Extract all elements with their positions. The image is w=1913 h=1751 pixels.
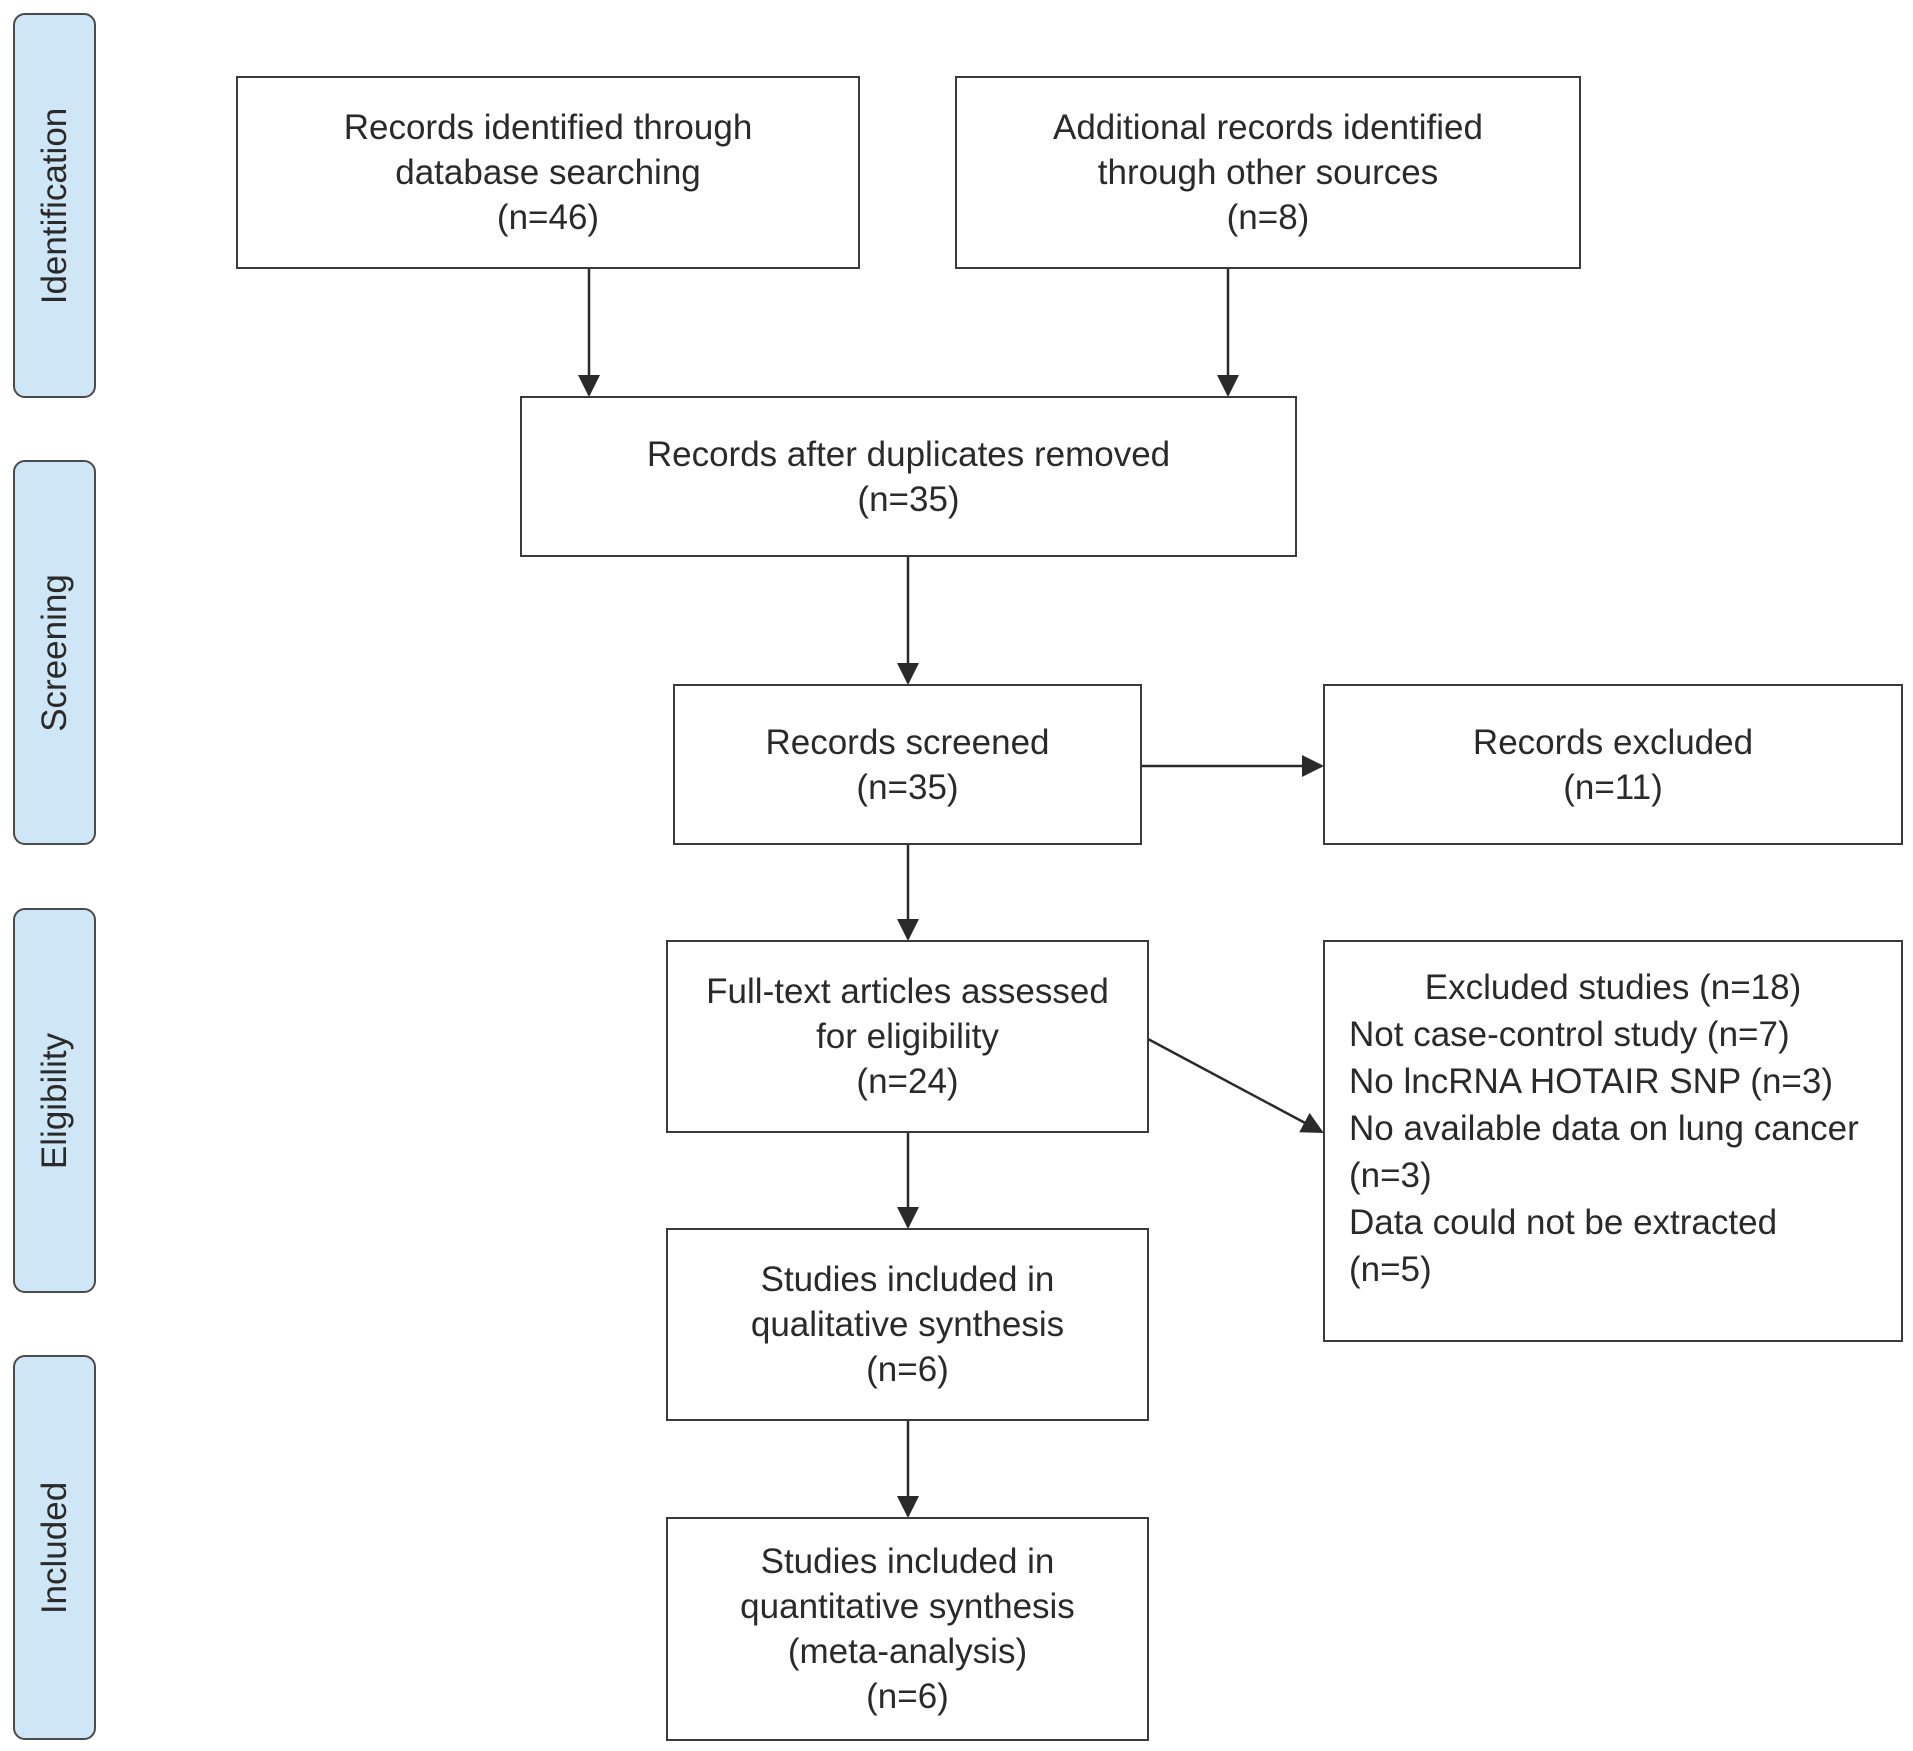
after-duplicates-count: (n=35) [857,479,960,519]
box-excluded-studies: Excluded studies (n=18) Not case-control… [1323,940,1903,1342]
records-screened-count: (n=35) [856,767,959,807]
qualitative-line2: qualitative synthesis [750,1305,1065,1344]
stage-eligibility: Eligibility [13,908,96,1293]
box-database-records: Records identified through database sear… [236,76,860,269]
records-screened-line1: Records screened [765,722,1050,762]
excluded-reason-item: Data could not be extracted [1349,1203,1778,1242]
qualitative-line1: Studies included in [760,1260,1055,1299]
fulltext-count: (n=24) [856,1062,959,1101]
other-sources-count: (n=8) [1226,198,1310,237]
records-excluded-count: (n=11) [1563,767,1663,807]
box-fulltext-assessed: Full-text articles assessed for eligibil… [666,940,1149,1133]
box-qualitative-synthesis: Studies included in qualitative synthesi… [666,1228,1149,1421]
quantitative-line2: quantitative synthesis [740,1587,1075,1626]
after-duplicates-line1: Records after duplicates removed [646,434,1171,474]
database-records-count: (n=46) [496,198,600,237]
records-excluded-line1: Records excluded [1472,722,1754,762]
stage-screening: Screening [13,460,96,845]
database-records-line2: database searching [395,153,701,192]
quantitative-line1: Studies included in [760,1542,1055,1581]
quantitative-count: (n=6) [866,1677,949,1716]
qualitative-count: (n=6) [866,1350,949,1389]
excluded-studies-title: Excluded studies (n=18) [1424,968,1802,1007]
box-records-excluded: Records excluded (n=11) [1323,684,1903,845]
excluded-reason-item: (n=3) [1349,1156,1432,1195]
excluded-reason-item: Not case-control study (n=7) [1349,1015,1790,1054]
box-quantitative-synthesis: Studies included in quantitative synthes… [666,1517,1149,1741]
other-sources-line2: through other sources [1097,153,1439,192]
stage-identification: Identification [13,13,96,398]
box-records-screened: Records screened (n=35) [673,684,1142,845]
quantitative-line3: (meta-analysis) [787,1632,1028,1671]
database-records-line1: Records identified through [343,108,753,147]
excluded-reason-item: No lncRNA HOTAIR SNP (n=3) [1349,1062,1833,1101]
other-sources-line1: Additional records identified [1053,108,1483,147]
excluded-reason-item: (n=5) [1349,1250,1432,1289]
box-after-duplicates: Records after duplicates removed (n=35) [520,396,1297,557]
stage-included: Included [13,1355,96,1740]
excluded-reason-item: No available data on lung cancer [1349,1109,1859,1148]
fulltext-line1: Full-text articles assessed [706,972,1109,1011]
arrow-fulltext-to-excluded-studies [1147,1037,1324,1134]
fulltext-line2: for eligibility [816,1017,999,1056]
box-other-sources: Additional records identified through ot… [955,76,1581,269]
